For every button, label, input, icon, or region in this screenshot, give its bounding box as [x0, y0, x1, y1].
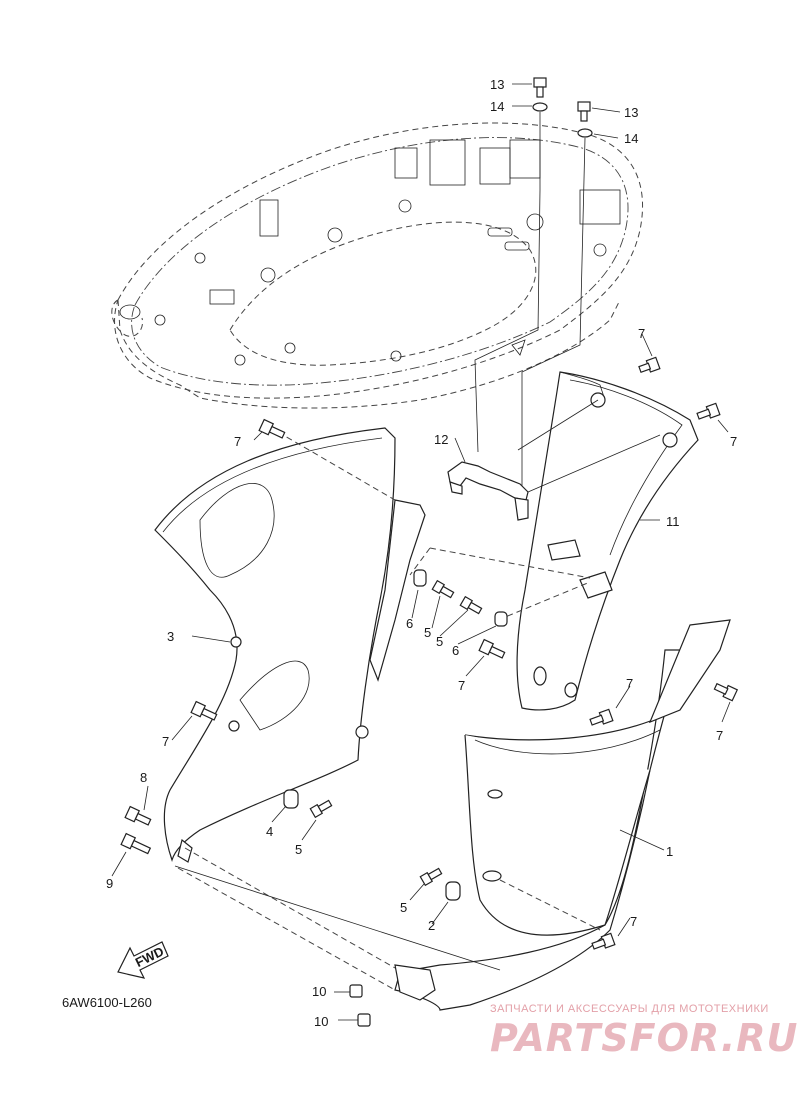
callout-12: 12	[434, 432, 448, 447]
bottom-cowling-phantom	[111, 122, 644, 409]
fwd-label: FWD	[133, 944, 166, 970]
bolt-7-h	[591, 932, 616, 950]
callout-9: 9	[106, 876, 113, 891]
callout-leaders	[111, 83, 731, 1021]
callout-6-a: 6	[406, 616, 413, 631]
callout-6-b: 6	[452, 643, 459, 658]
grommet-6-b	[494, 611, 508, 627]
callout-2: 2	[428, 918, 435, 933]
bracket-12	[447, 461, 529, 521]
bolt-7-d	[478, 638, 506, 659]
watermark-tagline: ЗАПЧАСТИ И АКСЕССУАРЫ ДЛЯ МОТОТЕХНИКИ	[490, 1003, 769, 1015]
callout-5-d: 5	[436, 634, 443, 649]
callout-7-f: 7	[626, 676, 633, 691]
grommet-2	[445, 881, 461, 901]
callout-13-a: 13	[490, 77, 504, 92]
callout-7-d: 7	[458, 678, 465, 693]
callout-10-a: 10	[312, 984, 326, 999]
washer-14-left	[532, 102, 548, 112]
grommet-6-a	[413, 569, 427, 587]
side-cover-11	[516, 371, 699, 711]
callout-7-b: 7	[638, 326, 645, 341]
bolt-13-right	[577, 101, 591, 122]
callout-7-g: 7	[716, 728, 723, 743]
callout-8: 8	[140, 770, 147, 785]
pin-5-b	[459, 595, 483, 615]
callout-11: 11	[666, 514, 680, 529]
callout-7-a: 7	[234, 434, 241, 449]
pin-5-c	[309, 799, 333, 819]
callout-13-b: 13	[624, 105, 638, 120]
bolt-7-c	[696, 402, 721, 420]
washer-14-right	[577, 128, 593, 138]
apron-1	[394, 619, 731, 1011]
bolt-7-a	[258, 418, 286, 439]
callout-14-b: 14	[624, 131, 638, 146]
bolt-7-g	[713, 682, 739, 702]
bolt-7-f	[589, 708, 614, 726]
callout-3: 3	[167, 629, 174, 644]
watermark-brand: PARTSFOR.RU	[490, 1016, 799, 1060]
diagram-code: 6AW6100-L260	[62, 995, 152, 1010]
bolt-13-left	[533, 77, 547, 98]
bolt-7-e	[190, 700, 218, 721]
callout-4: 4	[266, 824, 273, 839]
fwd-arrow-icon: FWD	[117, 941, 169, 979]
callout-labels: 1 2 3 4 5 5 5 5 6 6 7 7 7 7 7 7 7 7 8 9 …	[106, 77, 737, 1029]
nut-10-a	[349, 984, 363, 998]
callout-7-h: 7	[630, 914, 637, 929]
callout-5-b: 5	[400, 900, 407, 915]
callout-7-c: 7	[730, 434, 737, 449]
bolt-7-b	[638, 356, 661, 374]
side-cover-3	[154, 427, 426, 863]
callout-7-e: 7	[162, 734, 169, 749]
bolt-8	[124, 805, 152, 826]
callout-5-a: 5	[295, 842, 302, 857]
nut-10-b	[357, 1013, 371, 1027]
assembly-lines	[174, 399, 661, 991]
grommet-4	[283, 789, 299, 809]
pin-5-a	[431, 579, 455, 599]
bolt-9	[120, 832, 152, 855]
callout-1: 1	[666, 844, 673, 859]
callout-10-b: 10	[314, 1014, 328, 1029]
pin-5-d	[419, 867, 443, 887]
callout-14-a: 14	[490, 99, 504, 114]
callout-5-c: 5	[424, 625, 431, 640]
